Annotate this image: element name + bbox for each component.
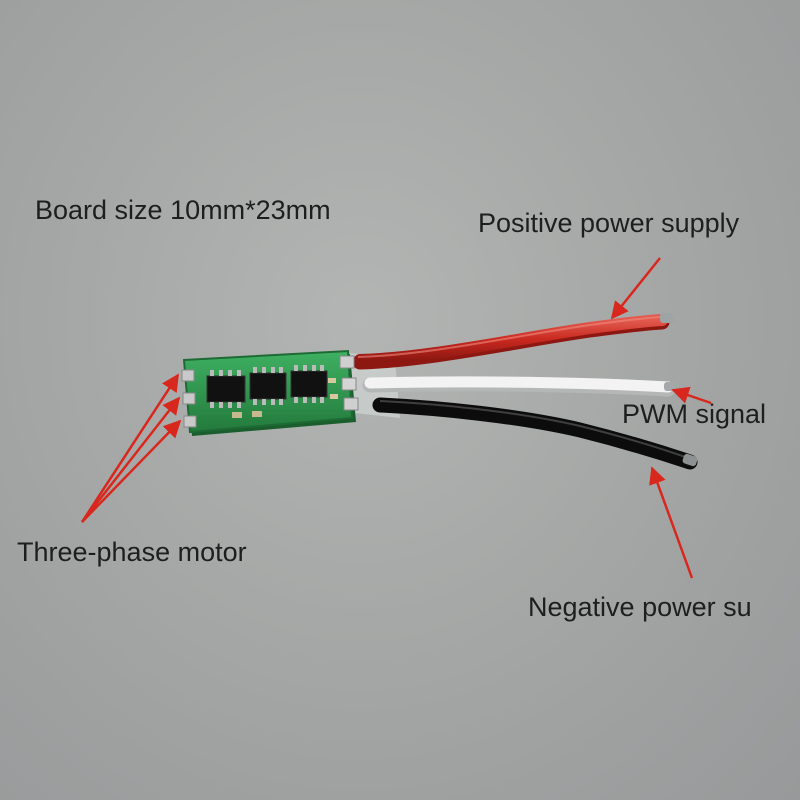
pcb-board <box>181 349 359 436</box>
red-wire-tip <box>660 313 674 323</box>
arrow-pwm <box>671 386 712 405</box>
pwm-signal-label: PWM signal <box>622 399 767 429</box>
motor-pad-3 <box>183 415 197 428</box>
mosfet-chip-3 <box>290 365 328 403</box>
mosfet-chip-2 <box>249 367 287 405</box>
arrow-motor-1 <box>80 373 180 523</box>
positive-power-label: Positive power supply <box>478 208 740 238</box>
negative-power-label: Negative power su <box>528 592 752 622</box>
arrow-motor-2 <box>81 396 181 523</box>
motor-pad-1 <box>181 369 195 382</box>
red-wire <box>354 314 668 366</box>
black-wire-tip <box>682 453 698 467</box>
board-size-label: Board size 10mm*23mm <box>35 195 331 225</box>
three-phase-motor-label: Three-phase motor <box>17 537 247 567</box>
mosfet-chip-1 <box>206 370 246 408</box>
motor-pad-2 <box>182 392 196 405</box>
arrow-negative <box>649 466 694 579</box>
black-wire <box>372 397 698 470</box>
white-wire <box>364 376 674 393</box>
arrow-positive <box>610 257 661 320</box>
arrow-motor-3 <box>81 419 182 523</box>
